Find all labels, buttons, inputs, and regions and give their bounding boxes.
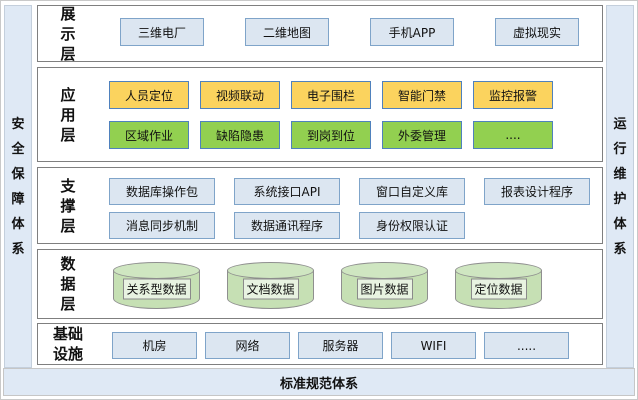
database-cylinder-data-0: 关系型数据: [113, 262, 200, 309]
application-item-0-4: 监控报警: [473, 81, 553, 109]
layer-infrastructure-label-text: 基础设施: [52, 325, 83, 363]
layer-support-row-0: 数据库操作包系统接口API 窗口自定义库报表设计程序: [109, 178, 590, 205]
layer-application: 应用层人员定位视频联动电子围栏智能门禁监控报警区域作业缺陷隐患到岗到位外委管理.…: [37, 67, 603, 162]
cylinder-top-ellipse: [455, 262, 542, 279]
layer-application-row-0: 人员定位视频联动电子围栏智能门禁监控报警: [109, 81, 553, 109]
application-item-1-1: 缺陷隐患: [200, 121, 280, 149]
sidebar-operation-maintenance: 运行维护体系: [606, 5, 634, 368]
layer-data-label-text: 数据层: [60, 255, 76, 313]
sidebar-security-assurance-label: 安全保障体系: [11, 116, 25, 257]
support-item-1-1: 数据通讯程序: [234, 212, 340, 239]
application-item-0-2: 电子围栏: [291, 81, 371, 109]
infrastructure-item-0-4: .....: [484, 332, 569, 359]
infrastructure-item-0-2: 服务器: [298, 332, 383, 359]
layer-presentation-label-text: 展示层: [60, 4, 76, 63]
infrastructure-item-0-1: 网络: [205, 332, 290, 359]
application-item-1-2: 到岗到位: [291, 121, 371, 149]
layer-support-label-text: 支撑层: [60, 176, 76, 235]
layer-support-row-1: 消息同步机制数据通讯程序身份权限认证: [109, 212, 465, 239]
layer-infrastructure-label: 基础设施: [42, 324, 94, 364]
application-item-1-3: 外委管理: [382, 121, 462, 149]
support-item-1-2: 身份权限认证: [359, 212, 465, 239]
application-item-0-0: 人员定位: [109, 81, 189, 109]
cylinder-label: 关系型数据: [122, 278, 191, 300]
sidebar-operation-maintenance-label: 运行维护体系: [613, 116, 627, 257]
layer-application-label: 应用层: [42, 68, 94, 161]
database-cylinder-data-1: 文档数据: [227, 262, 314, 309]
cylinder-label: 定位数据: [470, 278, 527, 300]
application-item-0-3: 智能门禁: [382, 81, 462, 109]
support-item-0-0: 数据库操作包: [109, 178, 215, 205]
bottom-bar-standards-label: 标准规范体系: [279, 376, 358, 392]
presentation-item-0-3: 虚拟现实: [495, 18, 579, 46]
presentation-item-0-0: 三维电厂: [120, 18, 204, 46]
support-item-0-3: 报表设计程序: [484, 178, 590, 205]
cylinder-top-ellipse: [227, 262, 314, 279]
layer-presentation-row-0: 三维电厂 二维地图 手机APP 虚拟现实: [120, 18, 579, 46]
database-cylinder-data-3: 定位数据: [455, 262, 542, 309]
cylinder-label: 文档数据: [242, 278, 299, 300]
presentation-item-0-2: 手机APP: [370, 18, 454, 46]
layer-data-row-0: 关系型数据 文档数据 图片数据 定位数据: [113, 262, 542, 309]
layer-infrastructure-row-0: 机房网络服务器 WIFI.....: [112, 332, 569, 359]
support-item-1-0: 消息同步机制: [109, 212, 215, 239]
support-item-0-2: 窗口自定义库: [359, 178, 465, 205]
layer-presentation-label: 展示层: [42, 4, 94, 63]
infrastructure-item-0-3: WIFI: [391, 332, 476, 359]
layer-presentation: 展示层 三维电厂 二维地图 手机APP 虚拟现实: [37, 4, 603, 63]
infrastructure-item-0-0: 机房: [112, 332, 197, 359]
layer-data: 数据层 关系型数据 文档数据 图片数据 定位数据: [37, 249, 603, 319]
cylinder-top-ellipse: [341, 262, 428, 279]
application-item-1-0: 区域作业: [109, 121, 189, 149]
layer-application-label-text: 应用层: [60, 85, 76, 144]
cylinder-top-ellipse: [113, 262, 200, 279]
sidebar-security-assurance: 安全保障体系: [4, 5, 32, 368]
layer-support-label: 支撑层: [42, 168, 94, 243]
database-cylinder-data-2: 图片数据: [341, 262, 428, 309]
bottom-bar-standards: 标准规范体系: [3, 368, 635, 396]
application-item-0-1: 视频联动: [200, 81, 280, 109]
presentation-item-0-1: 二维地图: [245, 18, 329, 46]
application-item-1-4: ....: [473, 121, 553, 149]
cylinder-label: 图片数据: [356, 278, 413, 300]
layer-infrastructure: 基础设施 机房网络服务器 WIFI.....: [37, 323, 603, 365]
support-item-0-1: 系统接口API: [234, 178, 340, 205]
layer-application-row-1: 区域作业缺陷隐患到岗到位外委管理....: [109, 121, 553, 149]
layer-data-label: 数据层: [42, 250, 94, 318]
